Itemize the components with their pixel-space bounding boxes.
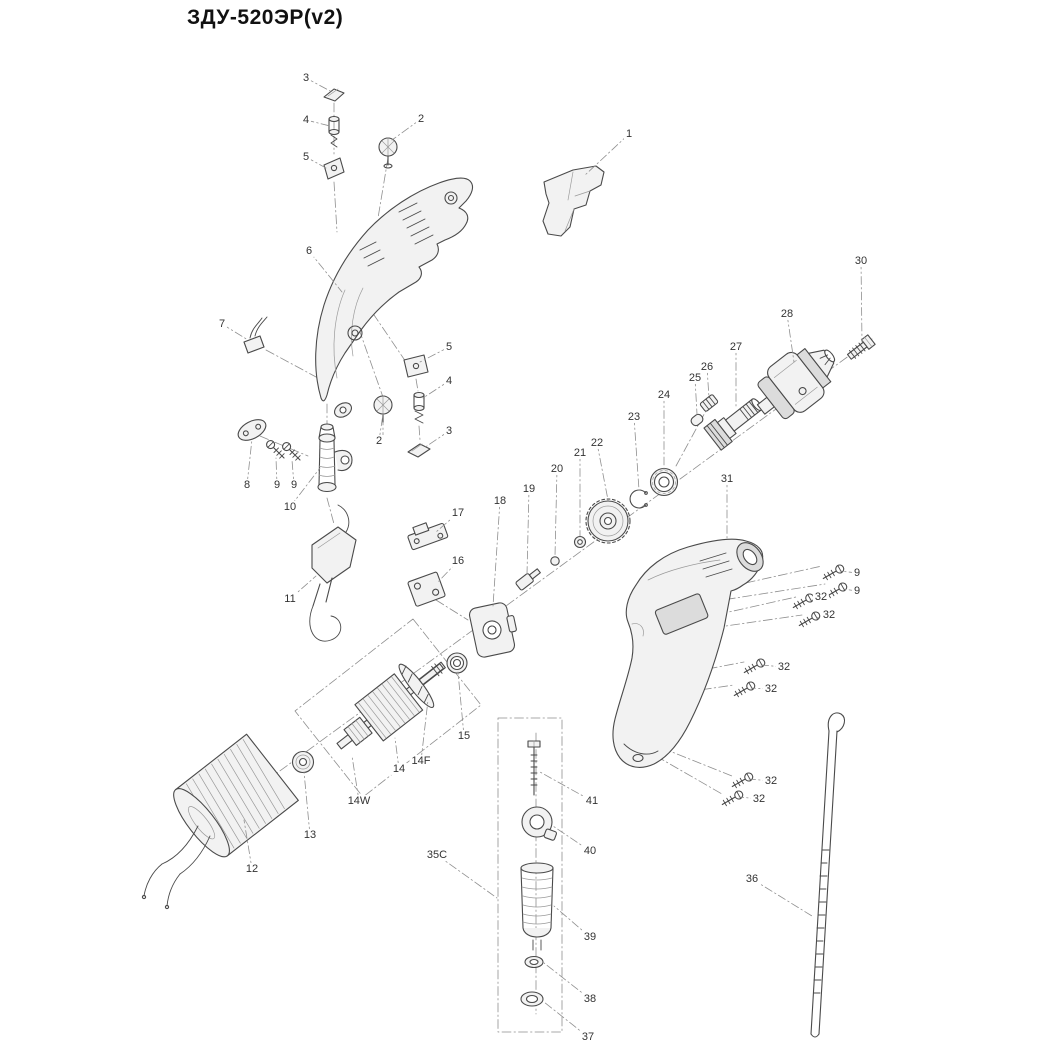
part-brush-spring-mid bbox=[373, 395, 393, 423]
housing-screw bbox=[790, 591, 816, 612]
part-washer-13 bbox=[291, 750, 315, 774]
part-brush-spring-top bbox=[378, 137, 398, 169]
housing-screw bbox=[823, 580, 849, 601]
part-gear bbox=[585, 498, 631, 544]
part-handle-housing bbox=[612, 538, 764, 768]
part-switch bbox=[542, 165, 605, 237]
part-handle-bolt-41 bbox=[527, 740, 541, 796]
part-pin-25 bbox=[690, 413, 704, 427]
housing-screw bbox=[731, 679, 757, 700]
part-armature bbox=[336, 661, 446, 750]
part-bracket-17 bbox=[407, 522, 449, 551]
page-title: ЗДУ-520ЭР(v2) bbox=[187, 6, 344, 29]
part-washer-38 bbox=[524, 955, 544, 969]
housing-screw bbox=[741, 656, 767, 677]
part-circlip bbox=[629, 489, 648, 509]
housing-screw bbox=[719, 788, 745, 809]
part-brush-cap-mid bbox=[407, 443, 431, 458]
part-motor-housing bbox=[315, 177, 474, 418]
housing-screw bbox=[796, 609, 822, 630]
part-bearing-24 bbox=[649, 467, 679, 497]
part-brush-cap-top bbox=[323, 88, 345, 102]
clamp-screw bbox=[280, 440, 304, 464]
part-brush-mid bbox=[413, 391, 425, 424]
part-ball-20 bbox=[550, 556, 560, 566]
part-plate-16 bbox=[407, 571, 446, 607]
part-pin-19 bbox=[515, 568, 541, 591]
part-brush-top bbox=[328, 115, 340, 148]
housing-screw bbox=[729, 770, 755, 791]
part-washer-21 bbox=[573, 535, 587, 549]
part-spring-26 bbox=[699, 394, 719, 412]
part-brush-holder-mid bbox=[403, 354, 429, 378]
part-power-plug bbox=[309, 504, 357, 642]
part-side-handle-grip-39 bbox=[520, 862, 554, 951]
part-depth-rod bbox=[810, 712, 846, 1038]
part-capacitor bbox=[243, 316, 268, 354]
part-spindle bbox=[703, 398, 763, 451]
part-cap-nut-37 bbox=[520, 991, 544, 1007]
part-cord-clamp bbox=[237, 419, 267, 441]
part-chuck-screw bbox=[846, 334, 876, 360]
part-baffle bbox=[468, 602, 517, 658]
part-bearing-15 bbox=[446, 652, 468, 674]
part-stator bbox=[141, 733, 299, 910]
housing-screw bbox=[820, 562, 846, 583]
part-brush-holder-top bbox=[323, 157, 345, 180]
part-clamp-ring-40 bbox=[521, 806, 557, 841]
part-cord-guard bbox=[317, 423, 353, 493]
part-chuck bbox=[756, 348, 836, 420]
